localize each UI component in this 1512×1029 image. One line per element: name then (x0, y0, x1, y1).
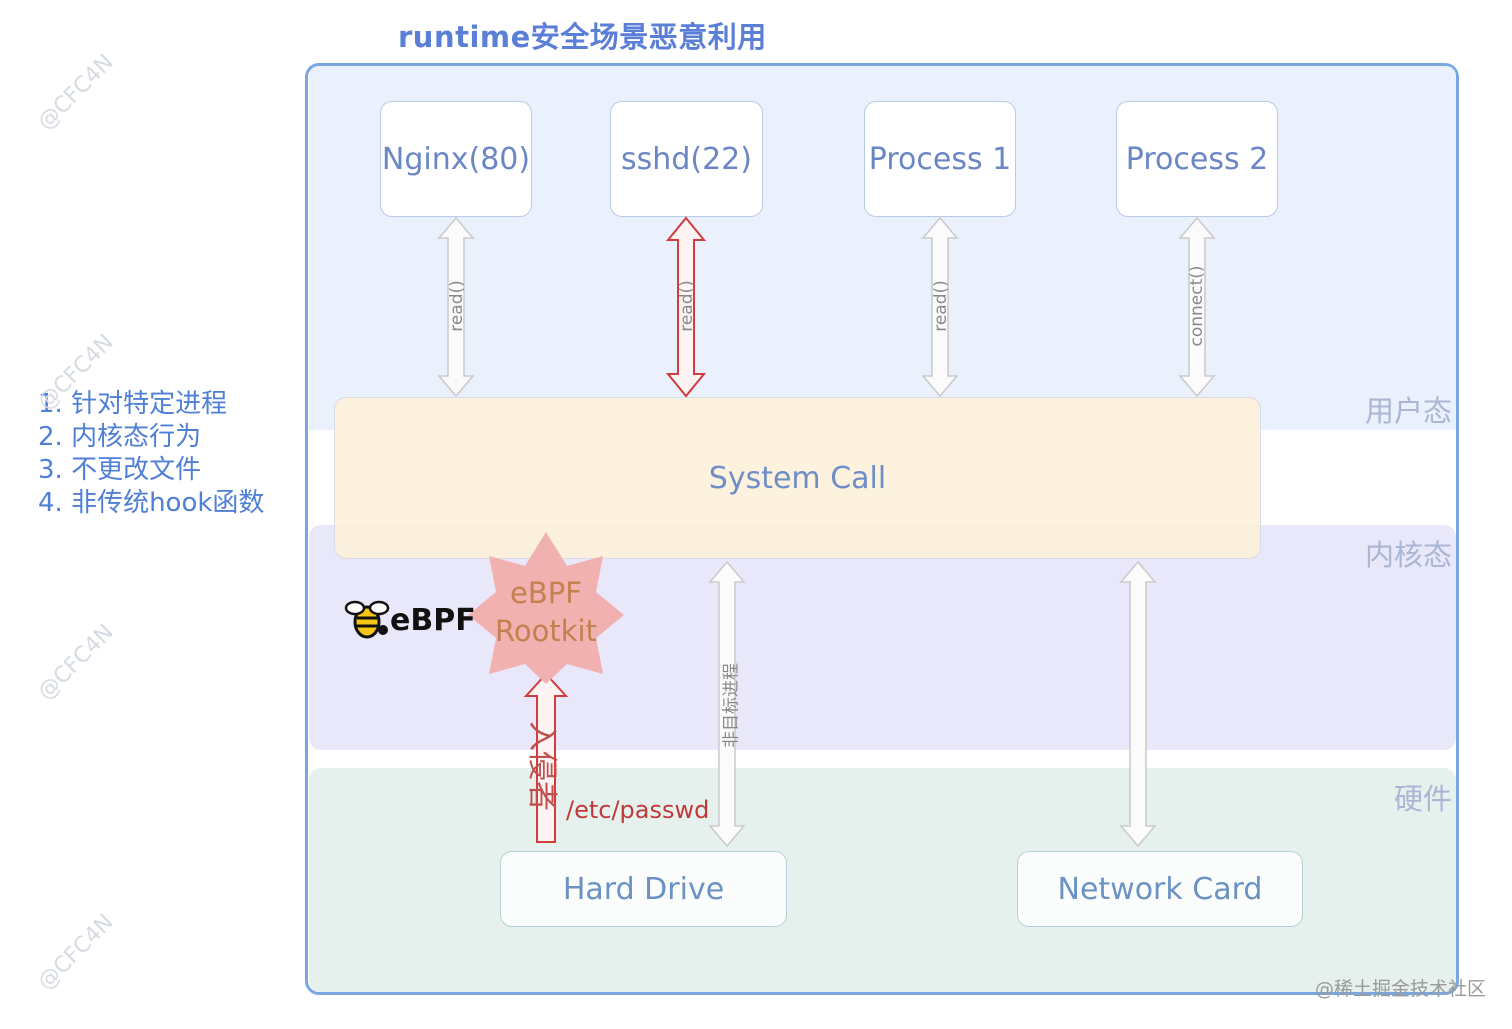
rootkit-line2: Rootkit (495, 614, 597, 648)
footer-credit: @稀土掘金技术社区 (1314, 978, 1486, 1000)
attacker-label: 入侵者 (524, 721, 559, 811)
non-target-arrow (708, 560, 746, 848)
note-item: 2. 内核态行为 (38, 422, 202, 452)
non-target-label: 非目标进程 (721, 663, 742, 748)
rootkit-line1: eBPF (510, 576, 582, 610)
note-item: 1. 针对特定进程 (38, 389, 228, 419)
hardware-label: 硬件 (1393, 782, 1452, 816)
network-card-box: Network Card (1017, 851, 1303, 927)
nginx-read-arrow (437, 216, 475, 398)
process1-read-arrow (921, 216, 959, 398)
rootkit-label: eBPF Rootkit (486, 574, 606, 650)
process-2: Process 2 (1116, 101, 1278, 217)
sshd-read-arrow (665, 216, 707, 398)
notes-list: 1. 针对特定进程 2. 内核态行为 3. 不更改文件 4. 非传统hook函数 (38, 388, 264, 520)
sshd-arrow-label: read() (677, 280, 697, 332)
kernel-space-label: 内核态 (1364, 538, 1452, 572)
process-nginx: Nginx(80) (380, 101, 532, 217)
diagram-title: runtime安全场景恶意利用 (398, 20, 767, 54)
ebpf-logo-text: eBPF (390, 603, 476, 638)
hard-drive-box: Hard Drive (500, 851, 787, 927)
network-arrow (1119, 560, 1157, 848)
system-call-box: System Call (334, 397, 1261, 559)
note-item: 3. 不更改文件 (38, 455, 202, 485)
ebpf-logo: eBPF (386, 603, 476, 638)
rootkit-star (468, 532, 624, 684)
process2-connect-arrow (1178, 216, 1216, 398)
process-1: Process 1 (864, 101, 1016, 217)
user-space-label: 用户态 (1364, 394, 1452, 428)
ebpf-bee-icon (344, 600, 390, 639)
process2-arrow-label: connect() (1187, 265, 1207, 347)
attacker-arrow (523, 672, 569, 843)
target-file-label: /etc/passwd (566, 796, 710, 824)
nginx-arrow-label: read() (447, 280, 467, 332)
process1-arrow-label: read() (931, 280, 951, 332)
note-item: 4. 非传统hook函数 (38, 488, 265, 518)
process-sshd: sshd(22) (610, 101, 763, 217)
